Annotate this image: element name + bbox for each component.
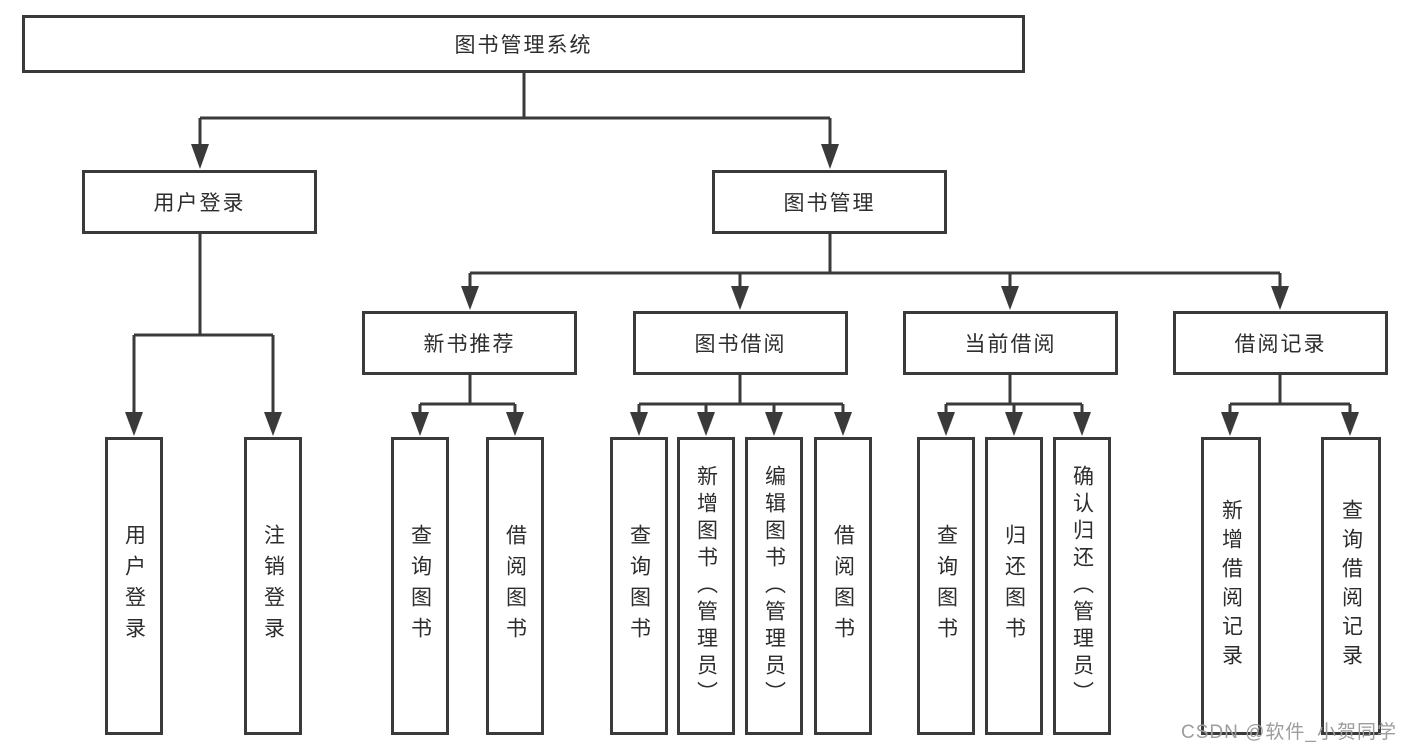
- leaf-cb-return-books: 归还图书: [985, 437, 1043, 735]
- node-book-management: 图书管理: [712, 170, 947, 234]
- leaf-bb-query-books: 查询图书: [610, 437, 668, 735]
- leaf-bb-edit-books-admin: 编辑图书（管理员）: [745, 437, 803, 735]
- leaf-nbr-borrow-books: 借阅图书: [486, 437, 544, 735]
- node-new-book-recommend: 新书推荐: [362, 311, 577, 375]
- leaf-bb-add-books-admin: 新增图书（管理员）: [677, 437, 735, 735]
- csdn-watermark: CSDN @软件_小贺同学: [1181, 722, 1397, 743]
- leaf-br-add-borrow-record: 新增借阅记录: [1201, 437, 1261, 735]
- node-book-borrowing: 图书借阅: [633, 311, 848, 375]
- leaf-br-query-borrow-record: 查询借阅记录: [1321, 437, 1381, 735]
- node-root-library-management-system: 图书管理系统: [22, 15, 1025, 73]
- node-borrow-records: 借阅记录: [1173, 311, 1388, 375]
- leaf-cb-query-books: 查询图书: [917, 437, 975, 735]
- leaf-nbr-query-books: 查询图书: [391, 437, 449, 735]
- node-current-borrowing: 当前借阅: [903, 311, 1118, 375]
- leaf-logout-login: 注销登录: [244, 437, 302, 735]
- leaf-user-login: 用户登录: [105, 437, 163, 735]
- node-user-login: 用户登录: [82, 170, 317, 234]
- leaf-bb-borrow-books: 借阅图书: [814, 437, 872, 735]
- leaf-cb-confirm-return-admin: 确认归还（管理员）: [1053, 437, 1111, 735]
